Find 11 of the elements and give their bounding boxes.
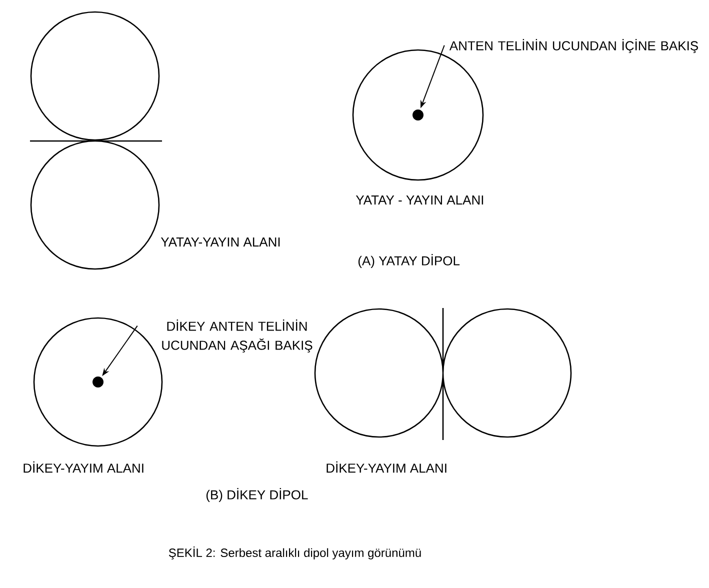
annotation-text: DİKEY ANTEN TELİNİN UCUNDAN AŞAĞI BAKIŞ bbox=[162, 319, 312, 353]
dot bbox=[92, 376, 104, 388]
label: DİKEY-YAYIM ALANI bbox=[326, 461, 446, 473]
label: DİKEY-YAYIM ALANI bbox=[24, 461, 144, 473]
label: (A) YATAY DİPOL bbox=[358, 254, 460, 268]
label: (B) DİKEY DİPOL bbox=[206, 488, 308, 502]
label: YATAY - YAYIN ALANI bbox=[356, 196, 484, 204]
dot bbox=[412, 110, 424, 120]
caption: ŞEKİL 2: Serbest aralıklı dipol yayım görünümü bbox=[168, 546, 421, 560]
annotation-text: ANTEN TELİNİN UCUNDAN İÇİNE BAKIŞ bbox=[449, 38, 698, 54]
label: YATAY-YAYIN ALANI bbox=[160, 238, 280, 246]
